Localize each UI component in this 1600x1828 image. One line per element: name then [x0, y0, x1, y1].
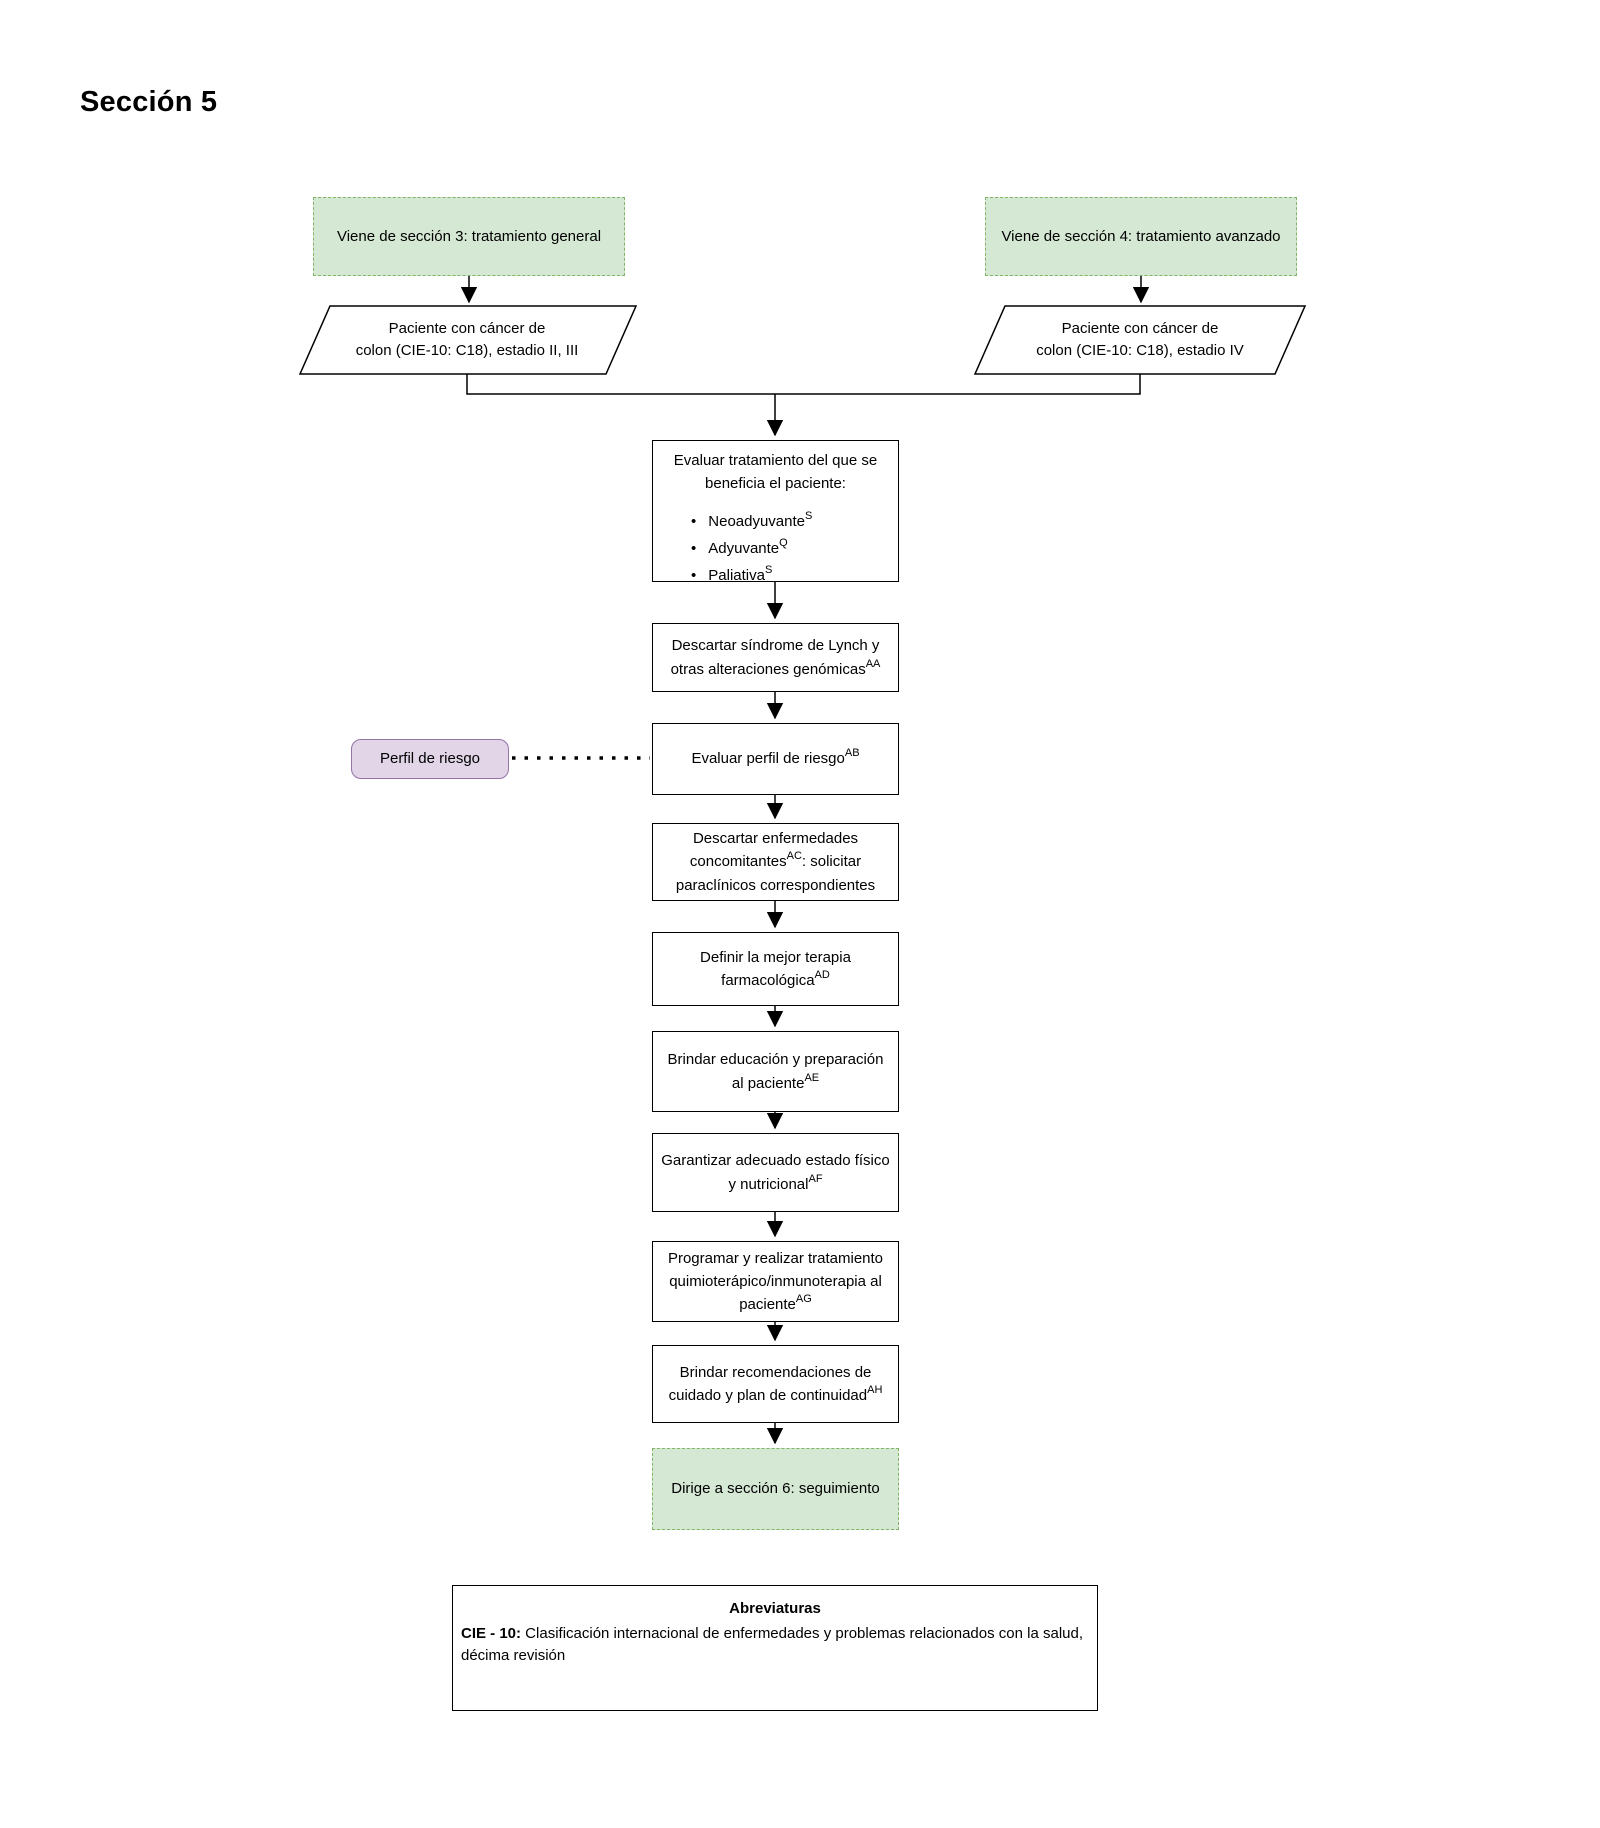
- end-node-section-6: Dirige a sección 6: seguimiento: [652, 1448, 899, 1530]
- process-evaluate-treatment: Evaluar tratamiento del que se beneficia…: [652, 440, 899, 584]
- side-note-risk-profile-label: Perfil de riesgo: [379, 750, 481, 768]
- list-item: NeoadyuvanteS: [691, 510, 812, 533]
- abbreviation-term: CIE - 10:: [461, 1624, 522, 1642]
- page-title: Sección 5: [80, 86, 218, 118]
- process-physical-nutritional-status: Garantizar adecuado estado físico y nutr…: [652, 1133, 899, 1212]
- abbreviations-box: Abreviaturas CIE - 10: Clasificación int…: [452, 1585, 1098, 1711]
- abbreviation-definition: Clasificación internacional de enfermeda…: [461, 1624, 1084, 1665]
- list-item: AdyuvanteQ: [691, 537, 812, 560]
- start-node-section-4: Viene de sección 4: tratamiento avanzado: [985, 197, 1297, 276]
- side-note-risk-profile: Perfil de riesgo: [351, 739, 509, 779]
- start-node-section-3: Viene de sección 3: tratamiento general: [313, 197, 625, 276]
- process-evaluate-treatment-title: Evaluar tratamiento del que se beneficia…: [673, 452, 878, 493]
- io-node-stage-4-line1: Paciente con cáncer de: [1061, 319, 1219, 337]
- io-node-stage-2-3-line1: Paciente con cáncer de: [388, 319, 546, 337]
- io-node-stage-4-line2: colon (CIE-10: C18), estadio IV: [1036, 342, 1244, 359]
- process-schedule-chemo-immunotherapy: Programar y realizar tratamiento quimiot…: [652, 1241, 899, 1322]
- process-rule-out-lynch: Descartar síndrome de Lynch y otras alte…: [652, 623, 899, 692]
- list-item: PaliativaS: [691, 564, 812, 587]
- io-node-stage-2-3: Paciente con cáncer de colon (CIE-10: C1…: [332, 306, 602, 374]
- start-node-section-3-label: Viene de sección 3: tratamiento general: [336, 227, 602, 245]
- treatment-options-list: NeoadyuvanteS AdyuvanteQ PaliativaS: [661, 510, 812, 592]
- abbreviations-body: CIE - 10: Clasificación internacional de…: [461, 1623, 1089, 1668]
- abbreviations-title: Abreviaturas: [729, 1600, 821, 1617]
- end-node-section-6-label: Dirige a sección 6: seguimiento: [671, 1480, 880, 1498]
- process-define-pharmacologic-therapy: Definir la mejor terapia farmacológicaAD: [652, 932, 899, 1006]
- io-node-stage-4: Paciente con cáncer de colon (CIE-10: C1…: [1005, 306, 1275, 374]
- process-rule-out-comorbidities: Descartar enfermedades concomitantesAC: …: [652, 823, 899, 901]
- io-node-stage-2-3-line2: colon (CIE-10: C18), estadio II, III: [355, 342, 579, 359]
- process-care-recommendations: Brindar recomendaciones de cuidado y pla…: [652, 1345, 899, 1423]
- start-node-section-4-label: Viene de sección 4: tratamiento avanzado: [1001, 227, 1281, 245]
- process-patient-education: Brindar educación y preparación al pacie…: [652, 1031, 899, 1112]
- process-evaluate-risk-profile: Evaluar perfil de riesgoAB: [652, 723, 899, 795]
